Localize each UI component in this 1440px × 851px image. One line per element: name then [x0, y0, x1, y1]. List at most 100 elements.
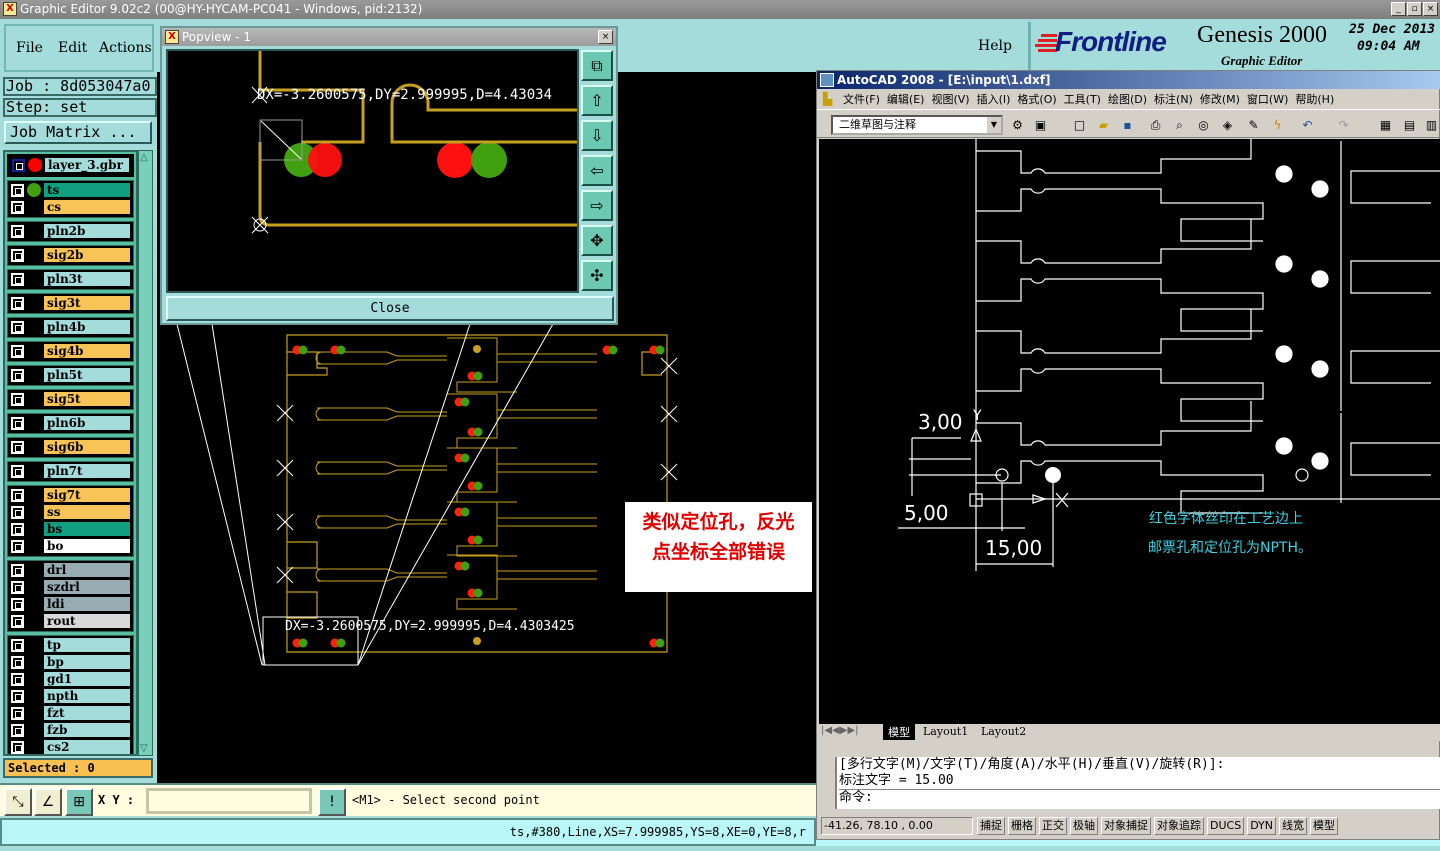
layer-checkbox[interactable]	[11, 563, 24, 577]
save-icon[interactable]: ▪	[1123, 118, 1132, 132]
autocad-menu-item[interactable]: 插入(I)	[976, 93, 1011, 106]
properties-icon[interactable]: ▦	[1379, 118, 1392, 132]
exclamation-icon[interactable]: !	[318, 788, 346, 816]
command-window[interactable]: [多行文字(M)/文字(T)/角度(A)/水平(H)/垂直(V)/旋转(R)]:…	[835, 757, 1440, 809]
autocad-menu-item[interactable]: 文件(F)	[843, 93, 880, 106]
popview-close-icon[interactable]: ×	[598, 30, 613, 44]
tab-layout1[interactable]: Layout1	[923, 725, 969, 738]
popview-pan-left-button[interactable]: ⇦	[581, 155, 613, 186]
publish-icon[interactable]: ◎	[1198, 118, 1209, 132]
status-toggle-button[interactable]: DYN	[1247, 817, 1277, 835]
layer-row[interactable]: bp	[9, 654, 132, 670]
layer-row[interactable]: sig7t	[9, 487, 132, 503]
layer-row[interactable]: sig4b	[9, 343, 132, 359]
layer-checkbox[interactable]	[11, 272, 24, 286]
popview-fit-button[interactable]: ✣	[581, 260, 613, 291]
layer-checkbox[interactable]	[11, 689, 24, 703]
layer-row[interactable]: cs	[9, 199, 132, 215]
layer-checkbox[interactable]	[11, 614, 24, 628]
undo-icon[interactable]: ↶	[1302, 118, 1313, 132]
layer-checkbox[interactable]	[11, 368, 24, 382]
layer-row[interactable]: drl	[9, 562, 132, 578]
layer-checkbox[interactable]	[11, 296, 24, 310]
layer-row[interactable]: sig6b	[9, 439, 132, 455]
workspace-settings-icon[interactable]: ⚙	[1012, 118, 1023, 132]
minimize-button[interactable]: _	[1391, 2, 1406, 16]
layer-checkbox[interactable]	[11, 392, 24, 406]
autocad-title-bar[interactable]: AutoCAD 2008 - [E:\input\1.dxf]	[817, 71, 1440, 89]
popview-title-bar[interactable]: X Popview - 1 ×	[162, 28, 616, 46]
autocad-menu-item[interactable]: 绘图(D)	[1107, 93, 1148, 106]
menu-edit[interactable]: Edit	[58, 40, 88, 56]
layer-row[interactable]: bs	[9, 521, 132, 537]
brush-icon[interactable]: ✎	[1248, 118, 1259, 132]
layer-checkbox[interactable]	[11, 740, 24, 754]
autocad-menu-item[interactable]: 修改(M)	[1199, 93, 1240, 106]
layer-checkbox[interactable]	[11, 580, 24, 594]
workspace-icon[interactable]: ▣	[1034, 118, 1047, 132]
layer-row[interactable]: rout	[9, 613, 132, 629]
command-input[interactable]: 命令:	[839, 789, 1440, 806]
layer-row[interactable]: tp	[9, 637, 132, 653]
layer-checkbox[interactable]	[11, 522, 24, 536]
layer-row[interactable]: gd1	[9, 671, 132, 687]
layer-row[interactable]: sig3t	[9, 295, 132, 311]
popview-pan-up-button[interactable]: ⇧	[581, 85, 613, 116]
layer-checkbox[interactable]	[11, 505, 24, 519]
chevron-down-icon[interactable]: ▼	[987, 117, 1001, 133]
layer-row[interactable]: pln6b	[9, 415, 132, 431]
layer-checkbox[interactable]	[11, 200, 24, 214]
layer-row[interactable]: pln7t	[9, 463, 132, 479]
layer-checkbox[interactable]	[12, 158, 25, 172]
snap-icon[interactable]: ⤡	[4, 788, 32, 816]
layer-checkbox[interactable]	[11, 320, 24, 334]
layer-checkbox[interactable]	[11, 224, 24, 238]
status-toggle-button[interactable]: 模型	[1310, 817, 1339, 835]
autocad-menu-item[interactable]: 窗口(W)	[1246, 93, 1289, 106]
popview-zoom-window-button[interactable]: ⧉	[581, 50, 613, 81]
layer-checkbox[interactable]	[11, 706, 24, 720]
layer-row[interactable]: pln4b	[9, 319, 132, 335]
layer-row[interactable]: ss	[9, 504, 132, 520]
popview-pan-down-button[interactable]: ⇩	[581, 120, 613, 151]
layer-checkbox[interactable]	[11, 723, 24, 737]
menu-help[interactable]: Help	[978, 38, 1012, 54]
status-toggle-button[interactable]: 对象捕捉	[1101, 817, 1151, 835]
layer-row[interactable]: npth	[9, 688, 132, 704]
layer-row[interactable]: fzb	[9, 722, 132, 738]
popview-close-button[interactable]: Close	[166, 296, 614, 321]
design-center-icon[interactable]: ▤	[1403, 118, 1416, 132]
angle-icon[interactable]: ∠	[34, 788, 62, 816]
redo-icon[interactable]: ↷	[1338, 118, 1349, 132]
tool-palette-icon[interactable]: ▥	[1425, 118, 1438, 132]
popview-zoom-in-button[interactable]: ✥	[581, 225, 613, 256]
status-toggle-button[interactable]: 正交	[1039, 817, 1067, 835]
layer-checkbox[interactable]	[11, 539, 24, 553]
layer-row[interactable]: ldi	[9, 596, 132, 612]
layer-checkbox[interactable]	[11, 248, 24, 262]
layer-row[interactable]: layer_3.gbr	[10, 157, 131, 173]
layer-row[interactable]: szdrl	[9, 579, 132, 595]
scroll-down-icon[interactable]: ▽	[140, 743, 148, 754]
3d-publish-icon[interactable]: ◈	[1222, 118, 1233, 132]
layer-checkbox[interactable]	[11, 344, 24, 358]
new-icon[interactable]: □	[1073, 118, 1086, 132]
layer-row[interactable]: sig2b	[9, 247, 132, 263]
preview-icon[interactable]: ⌕	[1176, 118, 1183, 132]
open-icon[interactable]: ▰	[1098, 118, 1109, 132]
print-icon[interactable]: ⎙	[1150, 118, 1161, 132]
match-properties-icon[interactable]: ϟ	[1273, 118, 1282, 132]
layer-checkbox[interactable]	[11, 672, 24, 686]
menu-actions[interactable]: Actions	[99, 40, 152, 56]
status-toggle-button[interactable]: 极轴	[1070, 817, 1098, 835]
layer-checkbox[interactable]	[11, 655, 24, 669]
close-button[interactable]: ×	[1423, 2, 1438, 16]
job-matrix-button[interactable]: Job Matrix ...	[4, 121, 152, 144]
autocad-menu-item[interactable]: 视图(V)	[931, 93, 970, 106]
autocad-menu-item[interactable]: 帮助(H)	[1295, 93, 1335, 106]
status-toggle-button[interactable]: 线宽	[1279, 817, 1308, 835]
xy-input[interactable]	[146, 788, 312, 814]
layer-checkbox[interactable]	[11, 638, 24, 652]
layer-checkbox[interactable]	[11, 183, 24, 197]
layer-row[interactable]: fzt	[9, 705, 132, 721]
